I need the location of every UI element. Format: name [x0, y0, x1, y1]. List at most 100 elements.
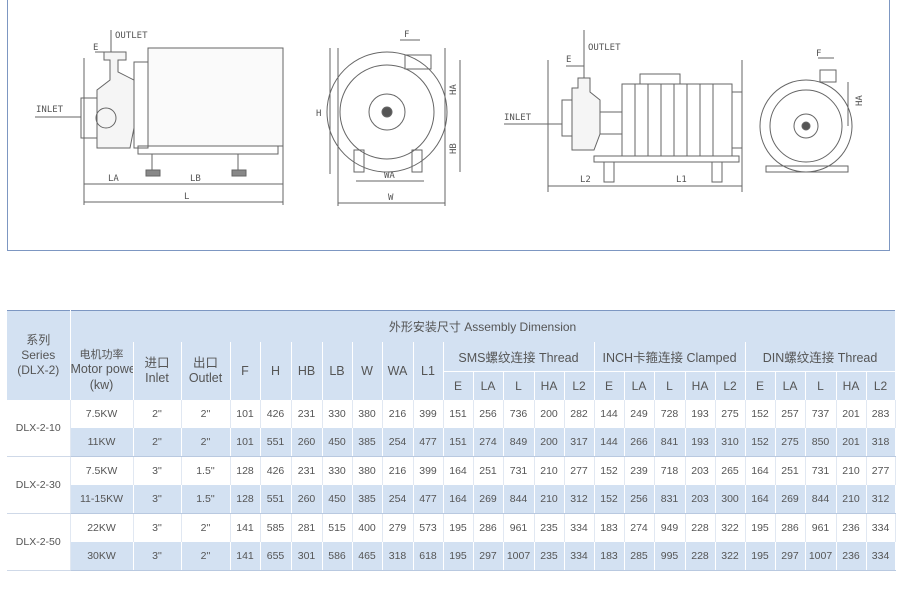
dimension-cell: 269: [473, 485, 504, 514]
sub-header-sms-l2: L2: [564, 371, 595, 400]
dimension-cell: 203: [685, 456, 716, 485]
outlet-cell: 2'': [181, 400, 231, 428]
dim-label-lb-1: LB: [190, 174, 201, 184]
dimension-cell: 275: [715, 400, 746, 428]
dimension-cell: 152: [594, 456, 625, 485]
dimension-cell: 254: [382, 485, 414, 514]
dim-label-ha-1: HA: [449, 84, 459, 95]
dimension-cell: 279: [382, 513, 414, 542]
dim-label-la-1: LA: [108, 174, 119, 184]
dimension-cell: 193: [685, 400, 716, 428]
dimension-cell: 318: [382, 542, 414, 571]
dimension-cell: 426: [260, 456, 292, 485]
dimension-cell: 731: [805, 456, 837, 485]
dimension-cell: 203: [685, 485, 716, 514]
dimension-cell: 254: [382, 428, 414, 457]
sub-header-inch-e: E: [594, 371, 625, 400]
dimension-cell: 718: [654, 456, 686, 485]
dimension-cell: 380: [352, 456, 383, 485]
dimension-cell: 251: [775, 456, 806, 485]
dim-label-e-2: E: [566, 55, 571, 65]
dimension-cell: 151: [443, 400, 474, 428]
dimension-cell: 297: [473, 542, 504, 571]
dimension-cell: 251: [473, 456, 504, 485]
dim-label-l2-2: L2: [580, 175, 591, 185]
inlet-cell: 2'': [133, 428, 182, 457]
dimension-cell: 399: [413, 456, 444, 485]
pump-front-view-2: [759, 57, 853, 173]
dim-label-e-1: E: [93, 43, 98, 53]
sub-header-din-e: E: [745, 371, 776, 400]
dimension-cell: 236: [836, 513, 867, 542]
dimension-cell: 728: [654, 400, 686, 428]
dimension-cell: 183: [594, 513, 625, 542]
sub-header-sms-la: LA: [473, 371, 504, 400]
dimension-cell: 841: [654, 428, 686, 457]
dimension-cell: 426: [260, 400, 292, 428]
dim-header-hb: HB: [291, 342, 323, 400]
outlet-cell: 2'': [181, 428, 231, 457]
dimension-cell: 269: [775, 485, 806, 514]
outlet-cell: 2'': [181, 542, 231, 571]
dimension-cell: 228: [685, 542, 716, 571]
dimension-cell: 216: [382, 400, 414, 428]
dimension-cell: 210: [534, 456, 565, 485]
dimension-cell: 128: [230, 485, 261, 514]
dimension-cell: 573: [413, 513, 444, 542]
dimension-cell: 274: [473, 428, 504, 457]
dim-header-wa: WA: [382, 342, 414, 400]
dimension-cell: 334: [866, 542, 896, 571]
dimension-cell: 736: [503, 400, 535, 428]
dimension-cell: 200: [534, 400, 565, 428]
dimension-cell: 586: [322, 542, 353, 571]
dimension-cell: 334: [564, 513, 595, 542]
dimension-cell: 277: [564, 456, 595, 485]
inlet-header: 进口 Inlet: [133, 342, 182, 400]
dimension-cell: 101: [230, 400, 261, 428]
dimension-cell: 737: [805, 400, 837, 428]
dimension-cell: 515: [322, 513, 353, 542]
dimension-cell: 216: [382, 456, 414, 485]
dimension-cell: 385: [352, 485, 383, 514]
dim-label-w-1: W: [388, 193, 394, 203]
dimension-cell: 297: [775, 542, 806, 571]
dimension-cell: 195: [443, 513, 474, 542]
inlet-cell: 3'': [133, 513, 182, 542]
dimension-cell: 995: [654, 542, 686, 571]
dimension-cell: 274: [624, 513, 655, 542]
dimension-cell: 477: [413, 485, 444, 514]
dimension-cell: 961: [805, 513, 837, 542]
dimension-cell: 277: [866, 456, 896, 485]
sub-header-din-la: LA: [775, 371, 806, 400]
dimension-cell: 380: [352, 400, 383, 428]
outlet-cell: 2'': [181, 513, 231, 542]
dimension-cell: 285: [624, 542, 655, 571]
dimension-cell: 330: [322, 456, 353, 485]
dimension-cell: 465: [352, 542, 383, 571]
dim-label-ha-2: HA: [855, 95, 865, 106]
dimension-cell: 949: [654, 513, 686, 542]
outlet-header: 出口 Outlet: [181, 342, 231, 400]
dimension-cell: 477: [413, 428, 444, 457]
dimension-cell: 310: [715, 428, 746, 457]
motor-power-cell: 7.5KW: [70, 456, 134, 485]
dim-label-h-1: H: [316, 109, 321, 119]
dimension-cell: 249: [624, 400, 655, 428]
dimension-cell: 128: [230, 456, 261, 485]
dimension-cell: 144: [594, 428, 625, 457]
dimension-cell: 195: [443, 542, 474, 571]
drawing-frame: [7, 0, 890, 251]
dimension-cell: 266: [624, 428, 655, 457]
dimension-cell: 260: [291, 428, 323, 457]
outlet-header-cn: 出口: [192, 356, 218, 370]
dimension-cell: 318: [866, 428, 896, 457]
dimension-cell: 385: [352, 428, 383, 457]
dimension-cell: 195: [745, 513, 776, 542]
outlet-header-en: Outlet: [188, 371, 223, 385]
